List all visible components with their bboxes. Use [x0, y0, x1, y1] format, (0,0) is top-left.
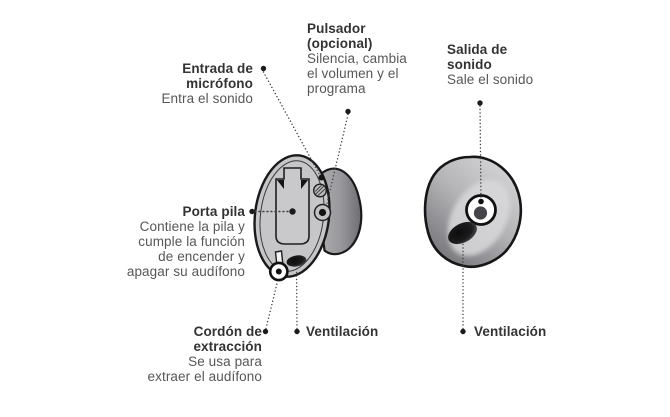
leader-extraction-cord [265, 280, 279, 330]
label-title-line: Pulsador [307, 21, 366, 36]
label-description-line: apagar su audífono [126, 264, 245, 279]
label-title-line: micrófono [186, 76, 253, 91]
vent-opening-right-device [448, 221, 477, 245]
vent-opening-left-device [286, 255, 307, 267]
label-title-line: Ventilación [474, 324, 547, 339]
leader-dot-push-button [345, 108, 351, 115]
leader-dot-vent-left [294, 328, 300, 335]
leader-dot-sound-outlet [477, 100, 483, 106]
leader-dot-vent-right [460, 328, 466, 335]
hearing-aid-faceplate-view [253, 154, 363, 282]
volume-wheel [313, 183, 328, 198]
label-description-line: el volumen y el [307, 66, 399, 81]
label-title-line: Entrada de [182, 61, 253, 76]
label-title-line: Salida de [447, 42, 508, 57]
leader-microphone [262, 71, 321, 176]
label-title-line: (opcional) [307, 36, 373, 51]
leader-vent-left [295, 267, 298, 330]
shell-protrusion [317, 167, 363, 256]
microphone-hole [318, 174, 325, 181]
sound-outlet [465, 194, 497, 226]
label-description-line: Sale el sonido [447, 72, 534, 87]
label-description-line: Entra el sonido [161, 91, 253, 106]
label-description-line: extraer el audífono [147, 369, 262, 384]
label-title-line: Cordón de [193, 324, 262, 339]
battery-door-hinge-shadow-left [277, 180, 284, 189]
label-sound-outlet: Salida de sonido Sale el sonido [447, 42, 533, 87]
battery-door-hinge-shadow-right [301, 180, 308, 189]
label-description-line: cumple la función [138, 234, 245, 249]
label-title-line: Porta pila [182, 204, 245, 219]
label-description-line: de encender y [158, 249, 245, 264]
label-vent-right: Ventilación [474, 324, 546, 339]
label-description-line: Contiene la pila y [139, 219, 245, 234]
hearing-aid-canal-view [423, 155, 523, 269]
battery-door [275, 167, 310, 245]
leader-dots [249, 65, 483, 335]
leader-dot-battery-door-label [249, 208, 255, 215]
label-description-line: Se usa para [188, 354, 262, 369]
label-title-line: sonido [447, 57, 492, 72]
leader-dot-extraction-cord [262, 328, 269, 335]
label-battery-door: Porta pila Contiene la pila y cumple la … [127, 204, 245, 279]
label-title-line: extracción [193, 339, 262, 354]
label-vent-left: Ventilación [306, 324, 378, 339]
label-description-line: Silencia, cambia [307, 51, 407, 66]
label-microphone-input: Entrada de micrófono Entra el sonido [161, 61, 253, 106]
push-button [313, 203, 332, 222]
leader-dot-battery-door-target [289, 208, 296, 215]
label-title-line: Ventilación [306, 324, 379, 339]
label-description-line: programa [307, 81, 366, 96]
label-extraction-cord: Cordón de extracción Se usa para extraer… [148, 324, 262, 384]
extraction-cord [268, 250, 289, 282]
leader-dot-microphone [260, 65, 267, 72]
label-push-button: Pulsador (opcional) Silencia, cambia el … [307, 21, 407, 96]
leader-lines [254, 71, 482, 330]
